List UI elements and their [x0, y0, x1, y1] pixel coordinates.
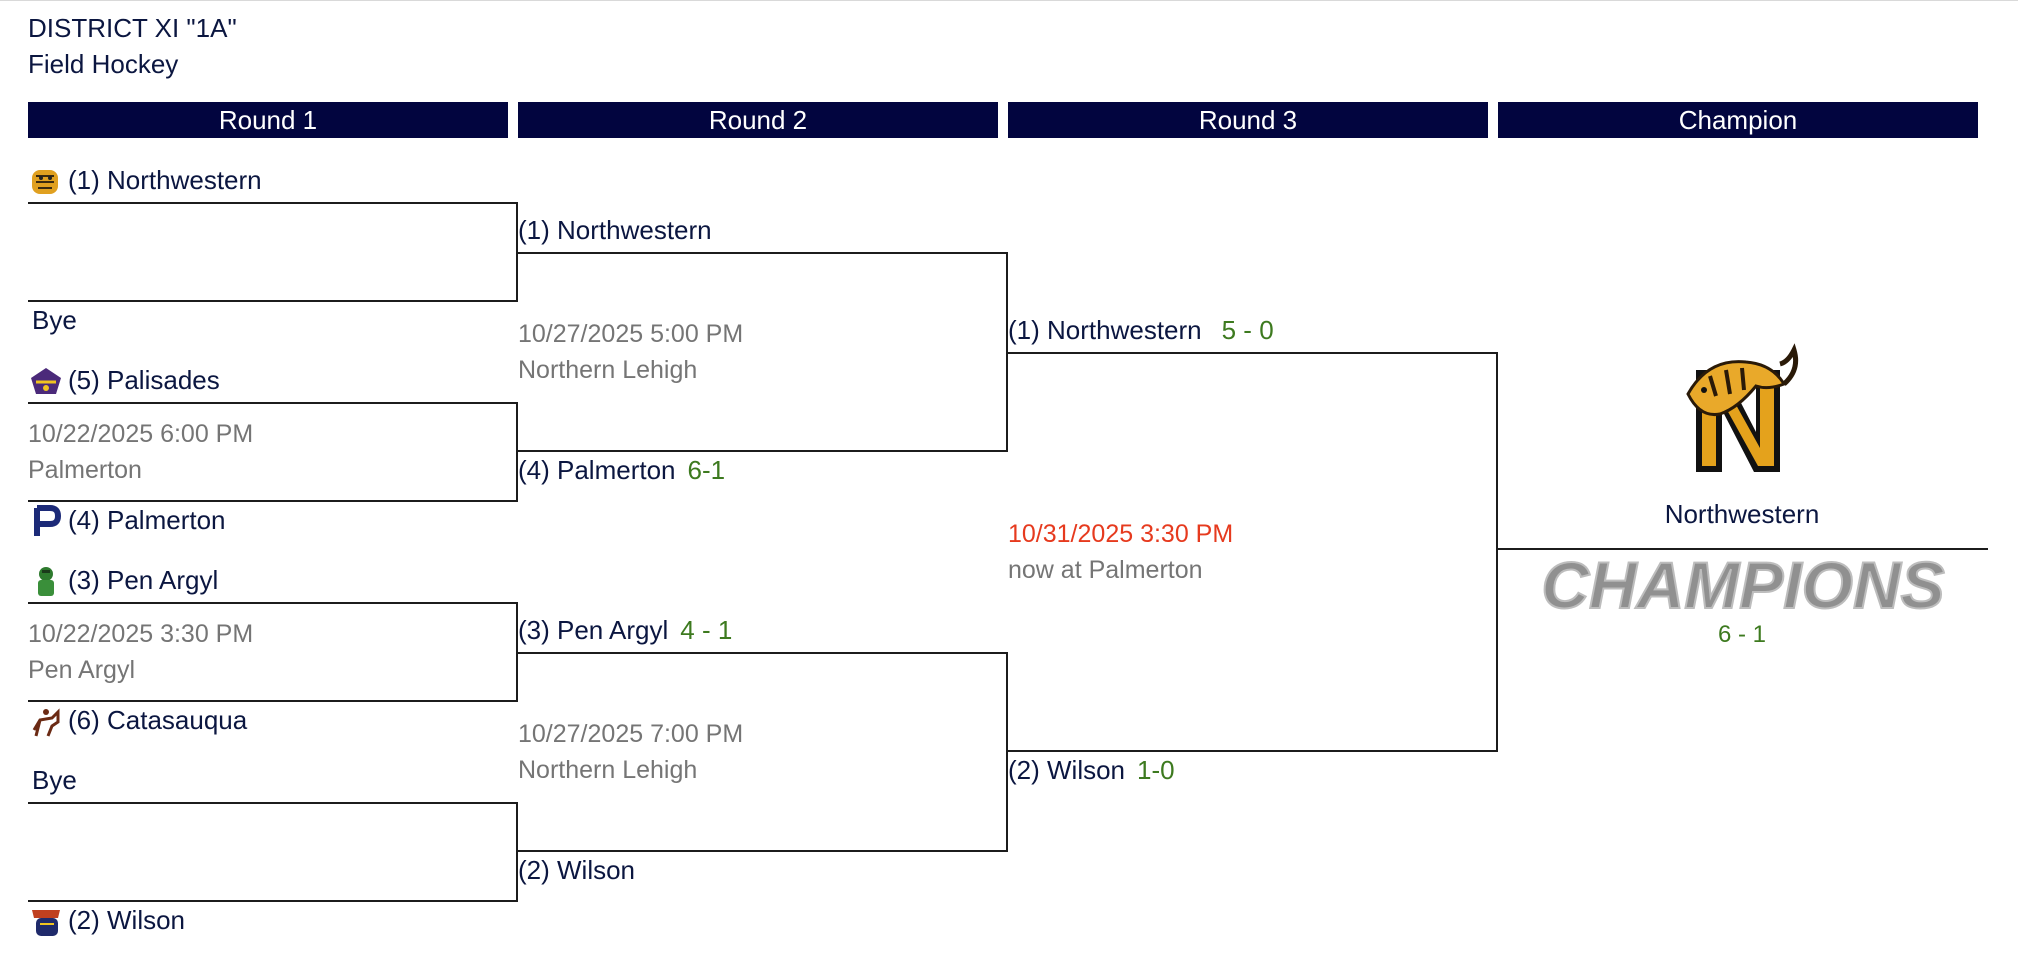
game-venue: Pen Argyl [28, 656, 136, 684]
bracket-line [516, 802, 518, 902]
bracket-line [1008, 750, 1498, 752]
bracket-line [516, 602, 518, 702]
team-entry[interactable]: (3) Pen Argyl 4 - 1 [518, 614, 732, 646]
game-score: 6-1 [687, 455, 726, 485]
team-entry[interactable]: (2) Wilson [28, 904, 185, 940]
team-entry[interactable]: (6) Catasauqua [28, 704, 247, 740]
bracket-line [1006, 252, 1008, 452]
bracket-line [28, 900, 518, 902]
warrior-logo-icon [28, 904, 64, 940]
bracket-line [1498, 548, 1988, 550]
champion-score: 6 - 1 [1717, 621, 1767, 648]
top-border [0, 0, 2018, 1]
team-entry[interactable]: (4) Palmerton [28, 504, 226, 540]
team-entry[interactable]: (1) Northwestern 5 - 0 [1008, 314, 1274, 346]
game-date: 10/31/2025 3:30 PM [1008, 520, 1234, 548]
bracket-line [28, 402, 518, 404]
bracket-line [1006, 652, 1008, 852]
tiger-logo-icon [28, 164, 64, 200]
bracket-line [518, 252, 1008, 254]
bracket-line [28, 802, 518, 804]
team-name: (3) Pen Argyl [518, 615, 669, 645]
game-venue: Northern Lehigh [518, 356, 698, 384]
round-1-header: Round 1 [28, 102, 508, 138]
game-date: 10/27/2025 5:00 PM [518, 320, 744, 348]
round-2-header: Round 2 [518, 102, 998, 138]
tiger-n-logo-icon [1668, 340, 1808, 480]
bracket-line [1496, 352, 1498, 752]
bracket-line [28, 202, 518, 204]
game-date: 10/22/2025 6:00 PM [28, 420, 254, 448]
letter-p-logo-icon [28, 504, 64, 540]
pirate-logo-icon [28, 364, 64, 400]
game-venue: Northern Lehigh [518, 756, 698, 784]
bracket-line [28, 700, 518, 702]
bracket-line [516, 402, 518, 502]
game-date: 10/22/2025 3:30 PM [28, 620, 254, 648]
bracket-line [28, 300, 518, 302]
team-entry: Bye [32, 765, 77, 795]
team-name: (1) Northwestern [1008, 315, 1202, 345]
game-date: 10/27/2025 7:00 PM [518, 720, 744, 748]
team-name: (4) Palmerton [518, 455, 676, 485]
bracket-line [516, 202, 518, 302]
bracket-line [28, 500, 518, 502]
bracket-line [518, 850, 1008, 852]
champions-banner: CHAMPIONS [1538, 547, 1948, 623]
round-3-header: Round 3 [1008, 102, 1488, 138]
game-score: 5 - 0 [1221, 315, 1274, 345]
champion-name: Northwestern [1664, 499, 1820, 529]
team-entry[interactable]: (1) Northwestern [518, 215, 712, 245]
bracket-line [28, 602, 518, 604]
bronco-rider-logo-icon [28, 704, 64, 740]
bracket-line [1008, 352, 1498, 354]
champion-header: Champion [1498, 102, 1978, 138]
team-name: (2) Wilson [1008, 755, 1126, 785]
page-subtitle: Field Hockey [28, 49, 179, 79]
game-venue: now at Palmerton [1008, 556, 1203, 584]
game-score: 4 - 1 [680, 615, 733, 645]
game-score: 1-0 [1137, 755, 1175, 785]
team-entry[interactable]: (1) Northwestern [28, 164, 262, 200]
bracket-line [518, 652, 1008, 654]
green-knight-logo-icon [28, 564, 64, 600]
team-entry[interactable]: (3) Pen Argyl [28, 564, 218, 600]
team-entry[interactable]: (5) Palisades [28, 364, 220, 400]
team-entry: Bye [32, 305, 77, 335]
champions-banner-text: CHAMPIONS [1541, 552, 1944, 622]
team-entry[interactable]: (2) Wilson 1-0 [1008, 754, 1175, 786]
page-title: DISTRICT XI "1A" [28, 13, 237, 43]
team-entry[interactable]: (2) Wilson [518, 855, 636, 885]
game-venue: Palmerton [28, 456, 142, 484]
bracket-line [518, 450, 1008, 452]
team-entry[interactable]: (4) Palmerton 6-1 [518, 454, 725, 486]
